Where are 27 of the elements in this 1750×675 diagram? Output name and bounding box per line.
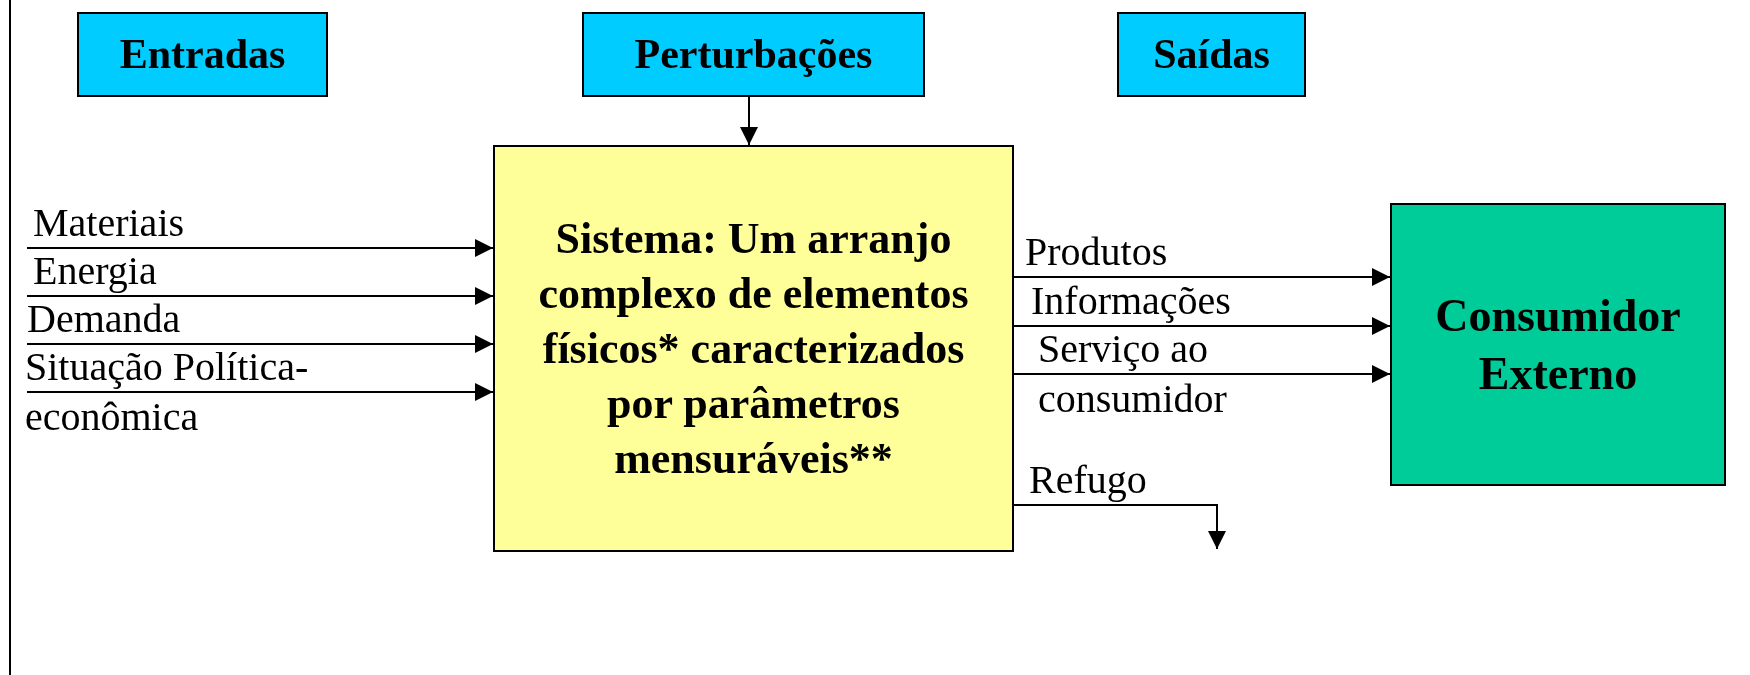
arrow: [26, 239, 494, 257]
box-label: Saídas: [1152, 30, 1271, 79]
arrow: [26, 383, 494, 401]
arrow: [1013, 365, 1391, 383]
edge-label: Informações: [1031, 277, 1232, 325]
edge-label: Energia: [33, 247, 158, 295]
system-box: [493, 145, 1014, 552]
edge-label: Serviço ao consumidor: [1038, 325, 1228, 423]
arrow: [1013, 317, 1391, 335]
arrow: [26, 335, 494, 353]
consumer-box: [1390, 203, 1726, 486]
box-label: Consumidor Externo: [1434, 288, 1682, 401]
box-label: Perturbações: [633, 30, 874, 79]
box-label: Entradas: [118, 30, 287, 79]
arrow: [740, 96, 758, 146]
system-description: Sistema: Um arranjo complexo de elementos físicos* caracterizados por parâmetros mensuráveis**: [537, 213, 970, 485]
arrow: [26, 287, 494, 305]
heading-box: [582, 12, 925, 97]
heading-box: [77, 12, 328, 97]
edge-label: Refugo: [1029, 456, 1148, 504]
arrow: [1013, 268, 1391, 286]
heading-box: [1117, 12, 1306, 97]
edge-label: Situação Política-econômica: [25, 343, 310, 441]
edge-label: Demanda: [27, 295, 182, 343]
arrow: [1013, 504, 1226, 550]
edge-label: Produtos: [1025, 228, 1169, 276]
edge-label: Materiais: [33, 199, 186, 247]
